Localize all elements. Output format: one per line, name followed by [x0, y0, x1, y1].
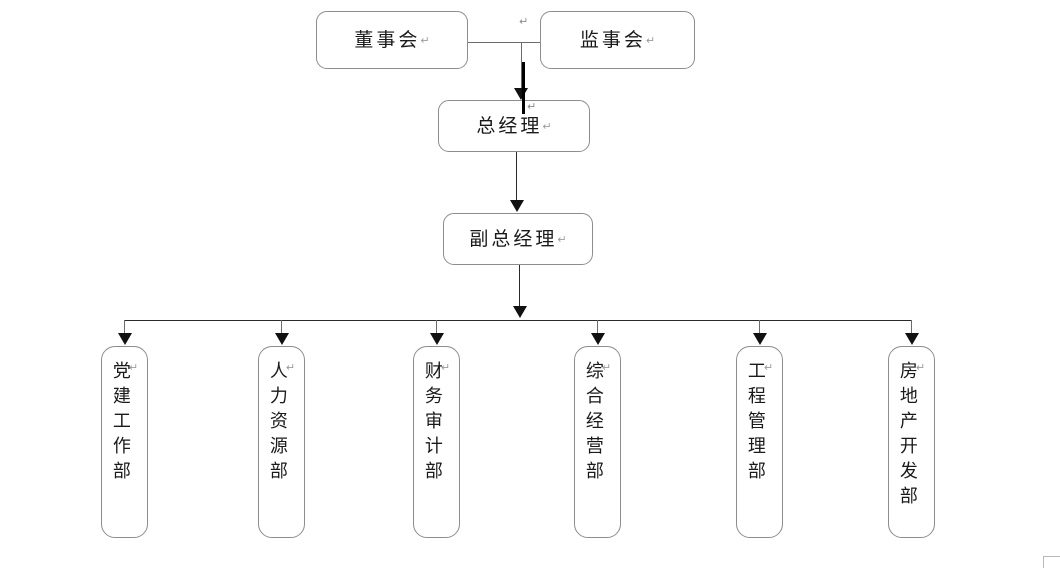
arrowhead-to-engineering-management: [753, 333, 767, 345]
text-caret: [522, 62, 525, 114]
node-board[interactable]: 董事会 ↵: [316, 11, 468, 69]
arrowhead-to-human-resources: [275, 333, 289, 345]
node-real-estate-development-label: 房地产开发部: [896, 361, 918, 511]
node-deputy-general-manager-pilcrow: ↵: [557, 232, 567, 246]
connector-deputy-to-bus: [519, 265, 520, 307]
node-human-resources-pilcrow: ↵: [285, 361, 296, 374]
node-board-pilcrow: ↵: [420, 33, 430, 47]
node-human-resources[interactable]: 人力资源部 ↵: [258, 346, 305, 538]
node-general-manager-pilcrow: ↵: [542, 119, 552, 133]
node-engineering-management[interactable]: 工程管理部 ↵: [736, 346, 783, 538]
department-bus-bar: [124, 320, 912, 321]
arrowhead-to-department-bus: [513, 306, 527, 318]
node-party-building-label: 党建工作部: [109, 361, 131, 486]
node-finance-audit-label: 财务审计部: [421, 361, 443, 486]
arrowhead-to-comprehensive-operations: [591, 333, 605, 345]
node-deputy-general-manager[interactable]: 副总经理 ↵: [443, 213, 593, 265]
node-deputy-general-manager-label: 副总经理: [469, 227, 558, 250]
node-comprehensive-operations-label: 综合经营部: [582, 361, 604, 486]
arrowhead-to-deputy-general-manager: [510, 200, 524, 212]
connector-bus-to-real-estate-development: [911, 320, 912, 339]
arrowhead-to-party-building: [118, 333, 132, 345]
node-human-resources-label: 人力资源部: [266, 361, 288, 486]
connector-bus-to-finance-audit: [436, 320, 437, 339]
node-board-label: 董事会: [354, 28, 421, 51]
arrowhead-to-general-manager: [514, 88, 528, 100]
node-general-manager[interactable]: 总经理 ↵: [438, 100, 590, 152]
node-general-manager-label: 总经理: [476, 114, 543, 137]
connector-bus-to-comprehensive-operations: [597, 320, 598, 339]
connector-board-to-supervisors: [467, 42, 541, 43]
node-party-building[interactable]: 党建工作部 ↵: [101, 346, 148, 538]
arrowhead-to-real-estate-development: [905, 333, 919, 345]
node-real-estate-development[interactable]: 房地产开发部 ↵: [888, 346, 935, 538]
node-finance-audit-pilcrow: ↵: [440, 361, 451, 374]
page-corner-artifact: [1043, 556, 1060, 568]
node-supervisors-label: 监事会: [579, 28, 646, 51]
node-supervisors[interactable]: 监事会 ↵: [540, 11, 695, 69]
connector-junction-to-general-manager: [521, 42, 522, 90]
arrowhead-to-finance-audit: [430, 333, 444, 345]
node-engineering-management-pilcrow: ↵: [763, 361, 774, 374]
caret-pilcrow-icon: ↵: [527, 100, 537, 113]
node-engineering-management-label: 工程管理部: [744, 361, 766, 486]
node-supervisors-pilcrow: ↵: [645, 33, 656, 47]
connector-bus-to-party-building: [124, 320, 125, 339]
top-connector-pilcrow-icon: ↵: [519, 15, 529, 28]
node-party-building-pilcrow: ↵: [128, 361, 139, 374]
connector-bus-to-engineering-management: [759, 320, 760, 339]
node-comprehensive-operations-pilcrow: ↵: [601, 361, 612, 374]
node-comprehensive-operations[interactable]: 综合经营部 ↵: [574, 346, 621, 538]
node-real-estate-development-pilcrow: ↵: [915, 361, 926, 374]
connector-general-to-deputy: [516, 152, 517, 202]
connector-bus-to-human-resources: [281, 320, 282, 339]
node-finance-audit[interactable]: 财务审计部 ↵: [413, 346, 460, 538]
